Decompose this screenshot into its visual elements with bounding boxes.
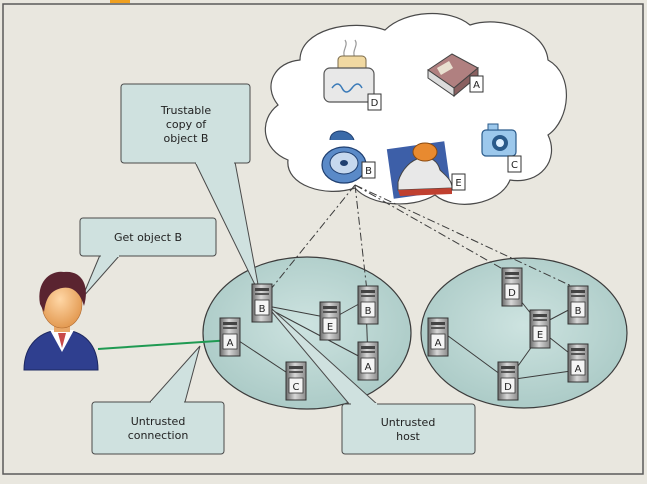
left-network-server-label: B [365, 306, 372, 317]
film-tag: B [365, 166, 372, 177]
film-reel-object-icon: B [321, 130, 376, 184]
left-network-server-1: B [251, 283, 273, 323]
right-network-server-4: B [567, 285, 589, 325]
user-icon [23, 271, 99, 371]
left-network-server-4: B [357, 285, 379, 325]
left-network-server-2: A [219, 317, 241, 357]
untrusted-connection-line-1: Untrusted [131, 415, 186, 428]
right-network-server-label: D [508, 288, 516, 299]
untrusted-connection-link [97, 339, 233, 350]
shoe-object-icon: E [386, 141, 466, 199]
right-network [420, 257, 628, 409]
left-network-server-3: E [319, 301, 341, 341]
untrusted-host-line-2: host [396, 430, 420, 443]
top-accent [110, 0, 130, 3]
right-network-server-1: D [501, 267, 523, 307]
book-object-icon: A [427, 53, 484, 98]
left-network-servers: B A E B A C [219, 283, 379, 401]
left-network-server-label: B [259, 304, 266, 315]
right-network-server-label: B [575, 306, 582, 317]
untrusted-host-line-1: Untrusted [381, 416, 436, 429]
retrieval-links [261, 184, 581, 301]
left-network-server-label: A [227, 338, 234, 349]
right-network-server-label: A [435, 338, 442, 349]
left-network-server-label: C [293, 382, 300, 393]
camera-object-icon: C [481, 123, 522, 173]
get-object-callout: Get object B [79, 217, 217, 299]
right-network-servers: D A E B D A [427, 267, 589, 401]
shoe-tag: E [455, 178, 461, 189]
book-tag: A [473, 80, 480, 91]
right-network-server-label: D [504, 382, 512, 393]
right-network-server-label: E [537, 330, 543, 341]
left-network-server-label: A [365, 362, 372, 373]
trustable-line-2: copy of [166, 118, 207, 131]
left-network-server-5: A [357, 341, 379, 381]
untrusted-host-callout: Untrusted host [341, 403, 476, 455]
toaster-object-icon: D [323, 39, 382, 111]
trustable-line-1: Trustable [160, 104, 211, 117]
untrusted-connection-callout: Untrusted connection [91, 345, 225, 455]
untrusted-connection-line-2: connection [128, 429, 189, 442]
trustable-line-3: object B [164, 132, 209, 145]
left-network-server-6: C [285, 361, 307, 401]
right-network-server-label: A [575, 364, 582, 375]
right-network-server-5: D [497, 361, 519, 401]
camera-tag: C [511, 160, 518, 171]
get-object-label: Get object B [114, 231, 182, 244]
left-network-server-label: E [327, 322, 333, 333]
right-network-server-2: A [427, 317, 449, 357]
right-network-server-6: A [567, 343, 589, 383]
trustable-copy-callout: Trustable copy of object B [120, 83, 261, 296]
right-network-server-3: E [529, 309, 551, 349]
toaster-tag: D [371, 98, 379, 109]
